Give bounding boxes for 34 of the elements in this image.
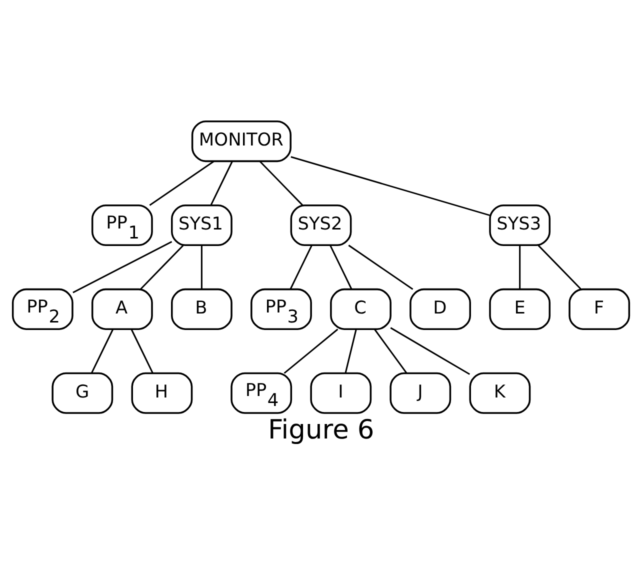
node-box: E — [489, 288, 551, 330]
connector — [90, 328, 114, 374]
connector — [344, 328, 357, 373]
node-box: SYS3 — [489, 204, 551, 246]
connector — [259, 160, 304, 206]
node-box: SYS1 — [171, 204, 232, 246]
connector — [330, 244, 352, 290]
node-box: K — [469, 372, 531, 414]
node-box: H — [131, 372, 193, 414]
node-box: D — [410, 288, 471, 330]
node-box: MONITOR — [191, 120, 292, 162]
connector — [200, 244, 202, 289]
connector — [72, 240, 172, 293]
connector — [210, 160, 233, 206]
connector — [390, 326, 470, 374]
connector — [149, 160, 214, 206]
connector — [290, 244, 312, 290]
connector — [538, 244, 582, 290]
node-box: B — [171, 288, 232, 330]
connector — [348, 244, 414, 290]
node-box: I — [310, 372, 372, 414]
node-box: SYS2 — [290, 204, 352, 246]
connector — [374, 328, 408, 374]
node-box: C — [330, 288, 392, 330]
caption: Figure 6 — [268, 414, 374, 446]
connector — [284, 328, 338, 374]
connector — [130, 328, 154, 374]
connector — [519, 244, 521, 289]
node-box: J — [390, 372, 452, 414]
connector — [290, 156, 490, 216]
connector — [140, 244, 184, 290]
node-box: A — [91, 288, 153, 330]
node-box: F — [568, 288, 630, 330]
node-box: G — [52, 372, 114, 414]
